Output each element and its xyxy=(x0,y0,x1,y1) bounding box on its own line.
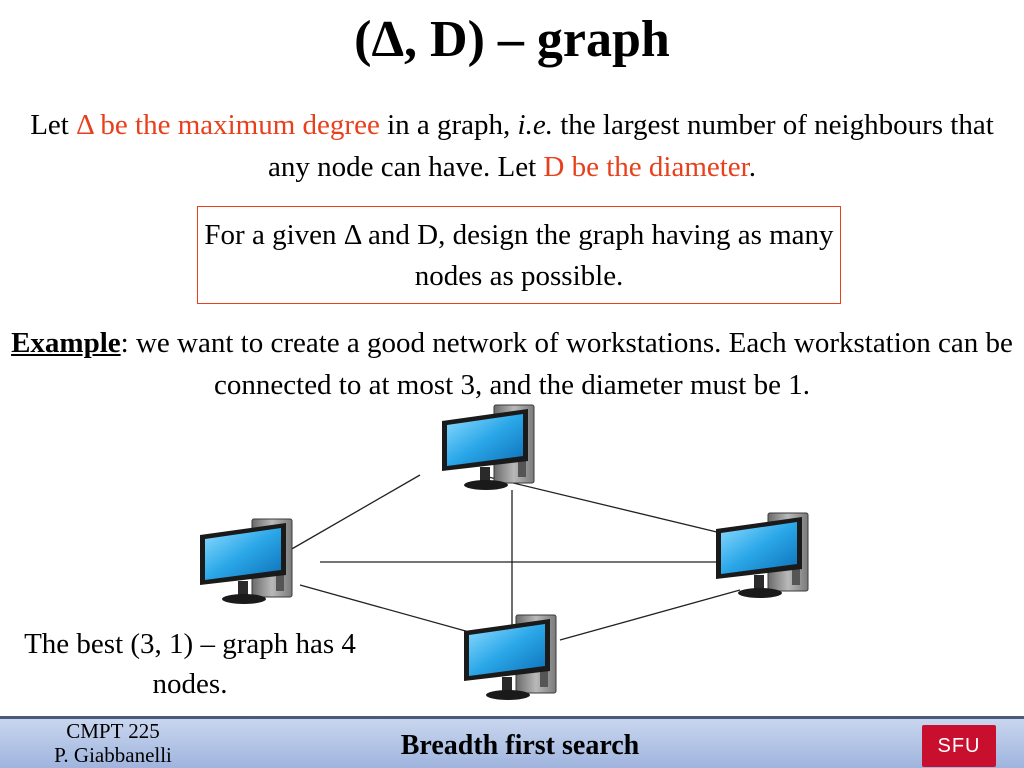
sfu-logo: SFU xyxy=(922,725,996,767)
intro-paragraph: Let Δ be the maximum degree in a graph, … xyxy=(10,104,1014,188)
graph-caption: The best (3, 1) – graph has 4 nodes. xyxy=(24,628,356,700)
intro-text: Let xyxy=(30,109,77,141)
task-box: For a given Δ and D, design the graph ha… xyxy=(197,206,841,304)
computer-icon xyxy=(463,614,557,701)
slide-footer: CMPT 225 P. Giabbanelli Breadth first se… xyxy=(0,716,1024,768)
instructor-name: P. Giabbanelli xyxy=(54,743,172,767)
course-code: CMPT 225 xyxy=(66,719,160,743)
intro-text: the largest number of neighbours that an… xyxy=(268,109,994,183)
edge-top-right xyxy=(479,474,751,541)
footer-title: Breadth first search xyxy=(400,730,640,761)
edge-left-bottom xyxy=(299,584,481,636)
example-text: : we want to create a good network of wo… xyxy=(120,327,1013,401)
intro-text: . xyxy=(748,151,756,183)
computer-icon xyxy=(441,404,535,491)
network-graph-diagram xyxy=(199,404,809,701)
diameter-definition: D be the diameter xyxy=(543,151,749,183)
edge-top-left xyxy=(289,474,421,551)
example-paragraph: Example: we want to create a good networ… xyxy=(10,322,1014,406)
connection-edges xyxy=(289,474,751,641)
edge-right-bottom xyxy=(559,589,741,641)
example-label: Example xyxy=(11,327,121,359)
course-info: CMPT 225 P. Giabbanelli xyxy=(28,719,198,767)
task-text: For a given Δ and D, design the graph ha… xyxy=(204,219,834,292)
max-degree-definition: Δ be the maximum degree xyxy=(76,109,380,141)
intro-text: in a graph, xyxy=(379,109,518,141)
ie-abbreviation: i.e. xyxy=(517,109,553,141)
slide-title: (Δ, D) – graph xyxy=(354,11,670,68)
computer-icon xyxy=(715,512,809,599)
computer-icon xyxy=(199,518,293,605)
